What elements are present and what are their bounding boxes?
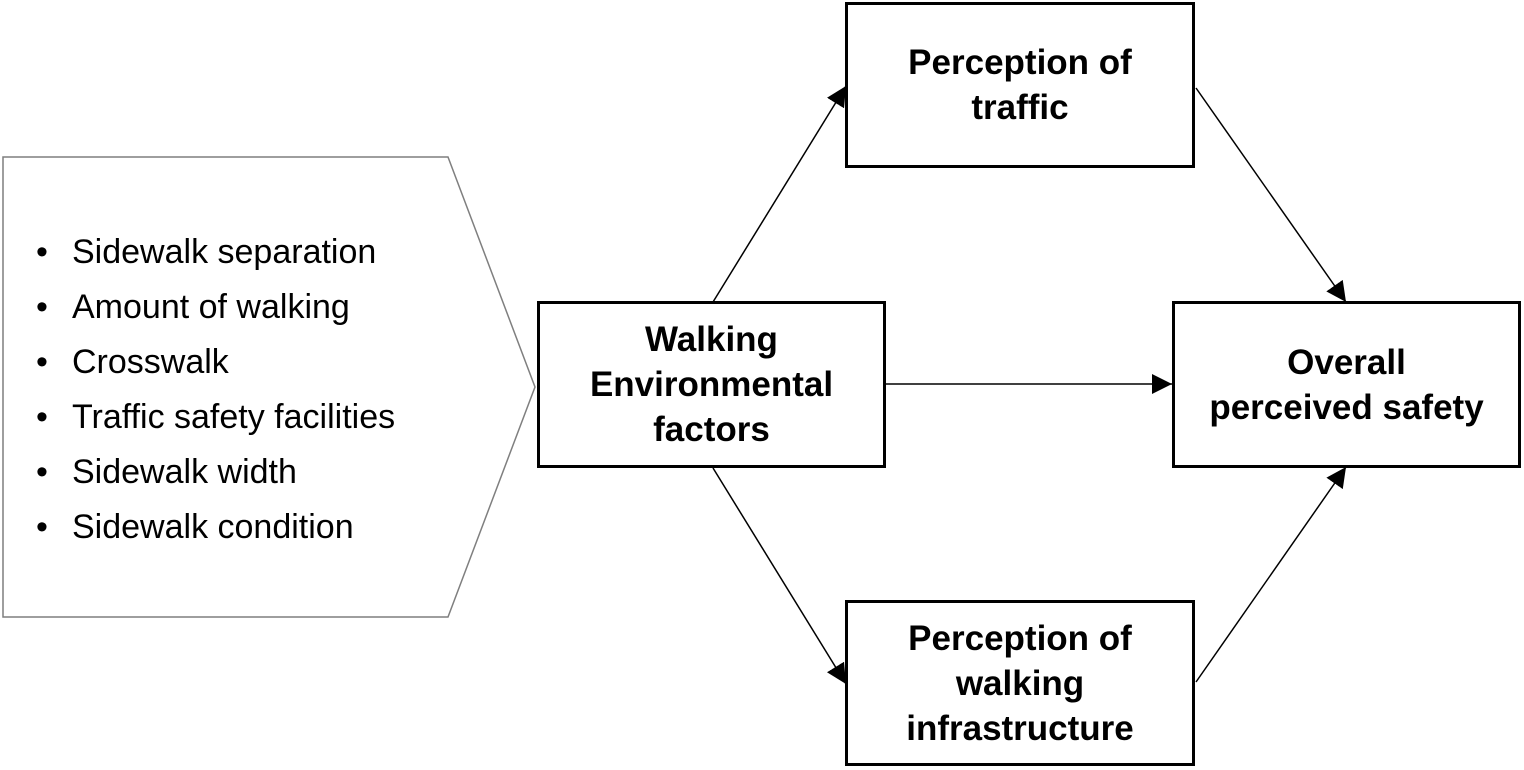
node-label: Overall perceived safety (1209, 342, 1484, 427)
node-label: Perception of traffic (908, 43, 1132, 127)
list-item-label: Traffic safety facilities (72, 398, 396, 436)
list-item: • Sidewalk separation (36, 225, 395, 280)
list-item: • Crosswalk (36, 335, 395, 390)
bullet-icon: • (36, 508, 48, 546)
arrow-env-to-traffic (712, 85, 847, 303)
arrow-env-to-infrastructure (712, 467, 847, 685)
list-item: • Amount of walking (36, 280, 395, 335)
bullet-icon: • (36, 343, 48, 381)
perception-of-traffic-node: Perception of traffic (845, 2, 1195, 168)
overall-perceived-safety-node: Overall perceived safety (1172, 301, 1521, 468)
bullet-icon: • (36, 288, 48, 326)
list-item-label: Sidewalk width (72, 453, 297, 491)
arrow-traffic-to-overall (1195, 87, 1347, 303)
list-item-label: Sidewalk condition (72, 508, 354, 546)
arrow-infrastructure-to-overall (1195, 466, 1347, 683)
node-label: Perception of walking infrastructure (906, 618, 1134, 748)
node-label: Walking Environmental factors (589, 320, 834, 449)
bullet-icon: • (36, 453, 48, 491)
list-item-label: Amount of walking (72, 288, 350, 326)
bullet-icon: • (36, 233, 48, 271)
list-item-label: Sidewalk separation (72, 233, 377, 271)
walking-environmental-factors-node: Walking Environmental factors (537, 301, 886, 468)
list-item: • Traffic safety facilities (36, 390, 395, 445)
list-item: • Sidewalk width (36, 445, 395, 500)
list-item-label: Crosswalk (72, 343, 229, 381)
bullet-icon: • (36, 398, 48, 436)
list-item: • Sidewalk condition (36, 500, 395, 555)
factor-list: •Sidewalk separation •Amount of walking … (36, 225, 395, 555)
factor-list-panel (2, 156, 536, 618)
perception-of-walking-infrastructure-node: Perception of walking infrastructure (845, 600, 1195, 766)
